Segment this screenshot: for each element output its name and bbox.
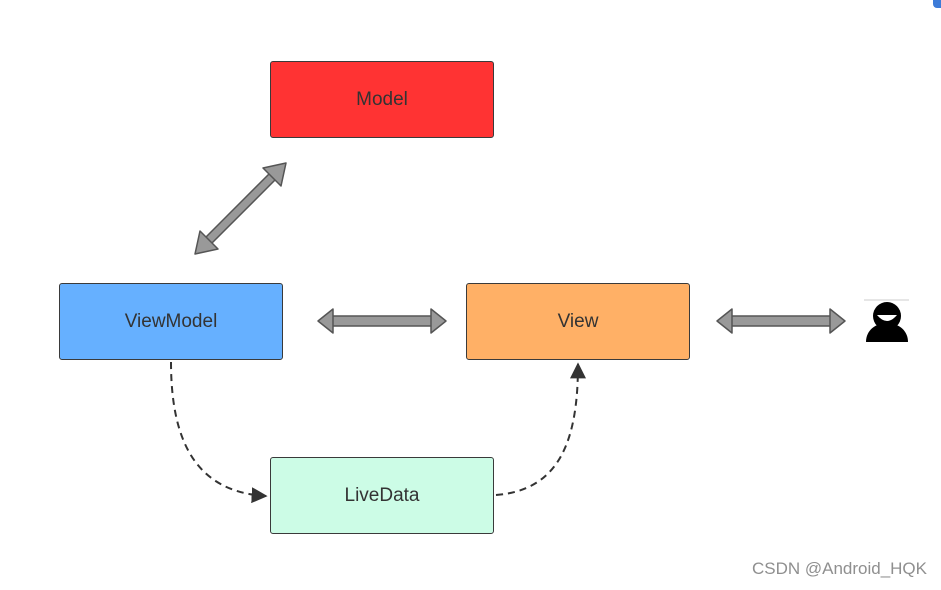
edge-viewmodel-view [317,308,447,334]
edge-livedata-view [495,362,586,496]
edge-view-user [716,308,846,334]
view-node: View [466,283,690,360]
livedata-node: LiveData [270,457,494,534]
model-node: Model [270,61,494,138]
corner-badge [933,0,941,8]
viewmodel-label: ViewModel [124,310,218,332]
user-icon [864,299,909,342]
watermark: CSDN @Android_HQK [751,559,927,578]
edge-viewmodel-livedata [170,361,268,504]
edge-model-viewmodel [194,162,287,255]
livedata-label: LiveData [344,484,420,506]
view-label: View [557,310,599,332]
viewmodel-node: ViewModel [59,283,283,360]
model-label: Model [356,88,408,110]
